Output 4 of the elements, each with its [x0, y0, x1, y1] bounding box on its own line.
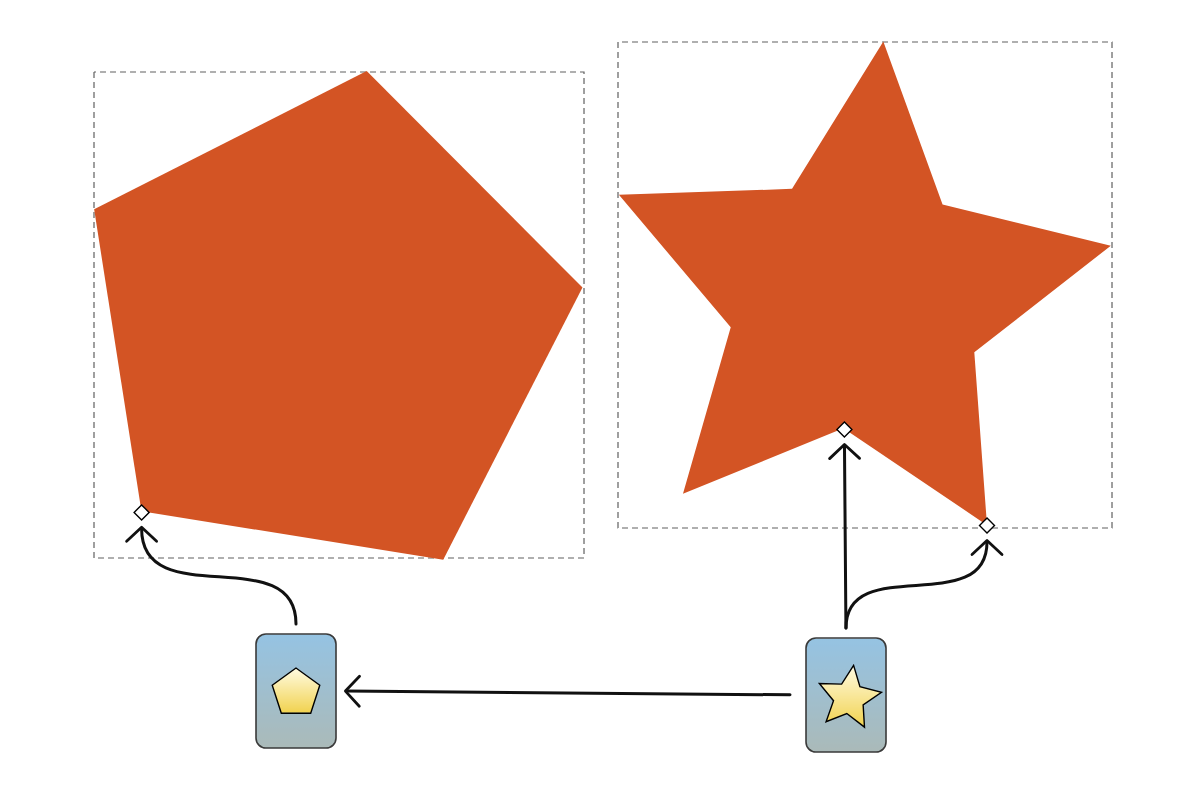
arrow	[125, 525, 298, 626]
arrow	[844, 539, 1004, 630]
arrow	[344, 674, 792, 708]
arrow	[828, 443, 861, 630]
